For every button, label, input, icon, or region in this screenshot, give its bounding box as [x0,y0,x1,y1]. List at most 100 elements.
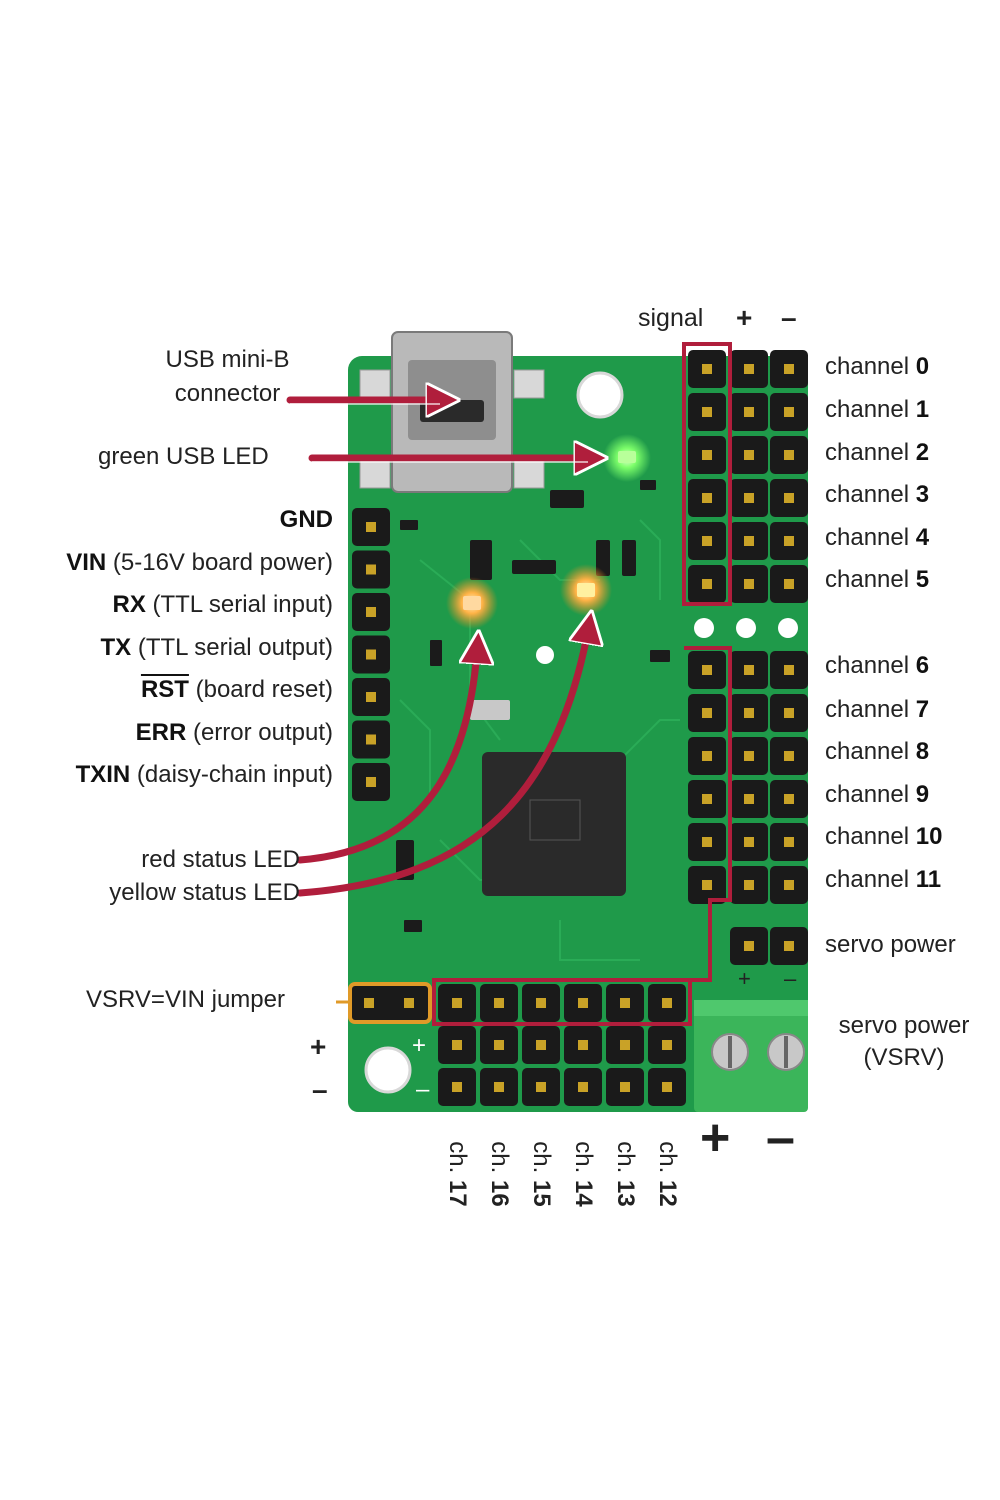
channel-word: channel [825,738,910,765]
red-status-led-label: red status LED [141,846,300,873]
bottom-header-pin [564,984,602,1022]
channel-number: 11 [915,866,942,893]
channel-word: channel [825,396,910,423]
servo-power-terminal-block [694,1000,808,1112]
channel-label: channel 6 [825,652,929,680]
board-minus-sign: – [416,1076,430,1103]
channel-header-pin [730,436,768,474]
bottom-channel-number: 14 [570,1179,597,1207]
bottom-header-pin [522,1026,560,1064]
channel-header-pin [730,866,768,904]
bottom-header-pin [648,1068,686,1106]
callout-arrows [286,400,598,897]
top-plus-sign: + [736,302,753,333]
channel-number: 5 [915,566,930,593]
channel-header-pin [688,522,726,560]
channel-header-pin [770,479,808,517]
channel-header-pin [688,479,726,517]
channel-header-pin [770,780,808,818]
bottom-header-pin [438,1026,476,1064]
microcontroller-chip [482,752,626,896]
channel-label: channel 7 [825,696,929,724]
channel-header-pin [770,737,808,775]
channel-label: channel 4 [825,524,929,552]
channel-word: channel [825,439,910,466]
channel-number: 1 [915,396,930,423]
mounting-hole-bottom [364,1046,412,1094]
channel-number: 8 [915,738,930,765]
servo-channel-headers [688,350,808,904]
bottom-channel-label: ch. 13 [611,1139,639,1209]
bottom-channel-prefix: ch. [486,1141,513,1174]
bottom-channel-prefix: ch. [570,1141,597,1174]
channel-number: 7 [915,696,930,723]
channel-header-pin [770,565,808,603]
bottom-header-pin [522,984,560,1022]
channel-header-pin [730,479,768,517]
servo-power-plus: + [738,966,751,991]
channel-number: 0 [915,353,930,380]
left-header-pin [352,550,390,589]
signal-label: signal [638,304,704,332]
channel-header-pin [688,737,726,775]
bottom-channel-label: ch. 14 [569,1139,597,1209]
bottom-channel-label: ch. 16 [485,1139,513,1209]
channel-header-pin [730,565,768,603]
left-header-pin [352,763,390,801]
channel-label: channel 10 [825,823,942,851]
left-pin-label-desc: (board reset) [188,676,333,703]
channel-header-pin [688,565,726,603]
channel-word: channel [825,353,910,380]
terminal-minus-sign: – [766,1109,795,1167]
left-pin-label-bold: TX [100,633,132,661]
usb-label-line2: connector [174,380,281,407]
channel-header-pin [688,350,726,388]
bottom-channel-prefix: ch. [612,1141,639,1174]
channel-number: 6 [915,652,930,679]
servo-power-vsrv-line1: servo power [838,1012,970,1039]
bottom-channel-number: 17 [444,1179,471,1207]
yellow-status-led [577,583,595,597]
bottom-header-pin [480,1026,518,1064]
channel-header-pin [688,436,726,474]
bottom-header-pin [480,984,518,1022]
left-header-pin [352,593,390,631]
left-header-pin [352,678,390,716]
left-pin-label-bold: RST [140,676,189,703]
bottom-channel-prefix: ch. [444,1141,471,1174]
bottom-channel-prefix: ch. [654,1141,681,1174]
left-minus-sign: – [312,1074,328,1105]
channel-header-pin [730,522,768,560]
bottom-header-pin [648,1026,686,1064]
signal-outline-bottom [684,646,732,982]
bottom-channel-number: 15 [528,1179,555,1207]
channel-header-pin [770,436,808,474]
channel-number: 2 [915,439,930,466]
channel-header-pin [730,393,768,431]
left-header-pin [352,508,390,546]
vsrv-jumper-label: VSRV=VIN jumper [86,986,285,1013]
bottom-header-pin [564,1026,602,1064]
signal-outline-row [432,978,692,1026]
channel-header-pin [730,780,768,818]
servo-power-header [730,927,808,965]
channel-header-pin [688,866,726,904]
bottom-channel-number: 16 [486,1179,513,1207]
bottom-header-pin [480,1068,518,1106]
channel-header-pin [730,350,768,388]
signal-outline-top [682,342,732,606]
channel-header-pin [730,737,768,775]
channel-word: channel [825,481,910,508]
usb-label-line1: USB mini-B [165,346,290,373]
left-pin-label: GND [0,506,333,534]
left-header-pin [352,720,390,759]
channel-header-pin [688,651,726,689]
left-pin-label-desc: (TTL serial output) [131,633,333,661]
left-header [352,508,390,801]
servo-power-vsrv-line2: (VSRV) [863,1044,945,1071]
channel-label: channel 11 [825,866,941,894]
channel-label: channel 5 [825,566,929,594]
channel-label: channel 8 [825,738,929,766]
left-pin-label-bold: RX [112,591,146,618]
channel-header-pin [770,393,808,431]
